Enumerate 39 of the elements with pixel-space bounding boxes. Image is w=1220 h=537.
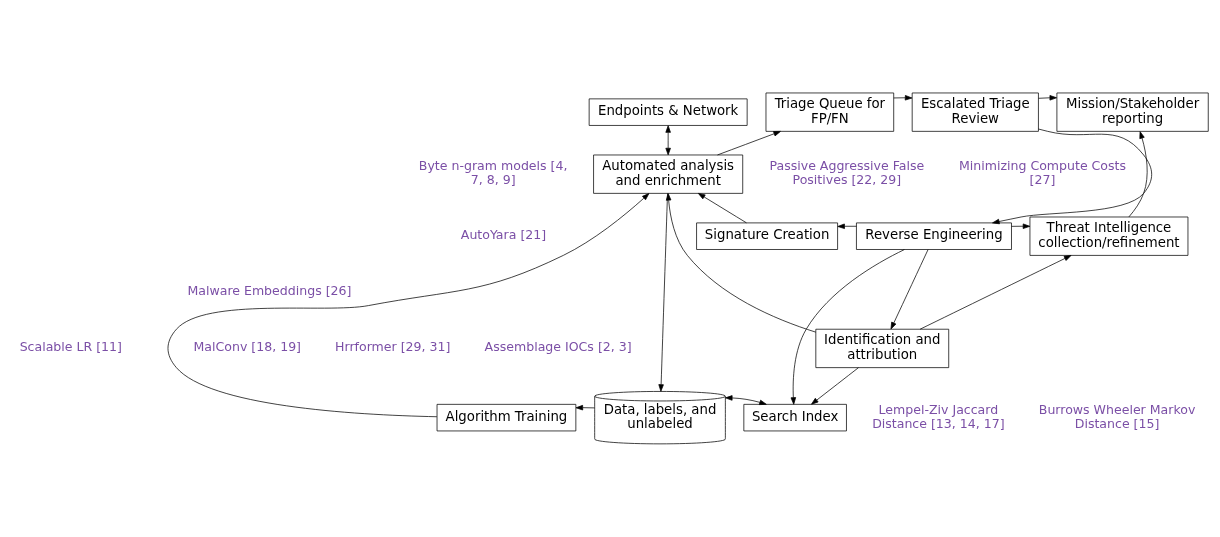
arrow <box>665 193 817 333</box>
arrow <box>890 249 929 330</box>
node-box: Identification and attribution <box>815 328 950 368</box>
arrow <box>665 125 671 156</box>
arrow <box>790 249 905 405</box>
node-box: Algorithm Training <box>436 404 577 432</box>
arrow <box>167 193 650 418</box>
arrow <box>717 131 781 156</box>
label: MalConv [18, 19] <box>193 339 302 355</box>
label: AutoYara [21] <box>460 227 547 243</box>
arrow <box>725 395 767 405</box>
arrow <box>698 193 747 224</box>
label: Passive Aggressive False Positives [22, 29] <box>769 158 925 188</box>
arrow <box>992 128 1153 225</box>
node-box: Threat Intelligence collection/refinement <box>1029 216 1189 256</box>
arrow <box>893 95 913 101</box>
arrow <box>575 405 595 411</box>
label: Hrrformer [29, 31] <box>335 339 451 355</box>
arrow <box>1011 223 1031 229</box>
node-box: Reverse Engineering <box>856 222 1012 250</box>
arrow <box>919 255 1072 330</box>
node-box: Endpoints & Network <box>588 98 748 126</box>
label: Assemblage IOCs [2, 3] <box>484 339 632 355</box>
label: Byte n-gram models [4, 7, 8, 9] <box>418 158 568 188</box>
arrow <box>1128 131 1148 218</box>
arrow <box>811 367 859 405</box>
node-box: Escalated Triage Review <box>911 92 1039 132</box>
node-box: Search Index <box>743 404 847 432</box>
label: Minimizing Compute Costs [27] <box>958 158 1127 188</box>
label: Malware Embeddings [26] <box>187 283 352 299</box>
node-box: Mission/Stakeholder reporting <box>1056 92 1209 132</box>
label: Lempel-Ziv Jaccard Distance [13, 14, 17] <box>872 401 1005 431</box>
node-box: Triage Queue for FP/FN <box>765 92 895 132</box>
arrow <box>837 223 857 229</box>
arrow <box>1038 95 1057 101</box>
label: Scalable LR [11] <box>19 339 122 355</box>
node-box: Signature Creation <box>696 222 838 250</box>
label: Burrows Wheeler Markov Distance [15] <box>1038 401 1196 431</box>
node-box: Automated analysis and enrichment <box>593 154 744 194</box>
